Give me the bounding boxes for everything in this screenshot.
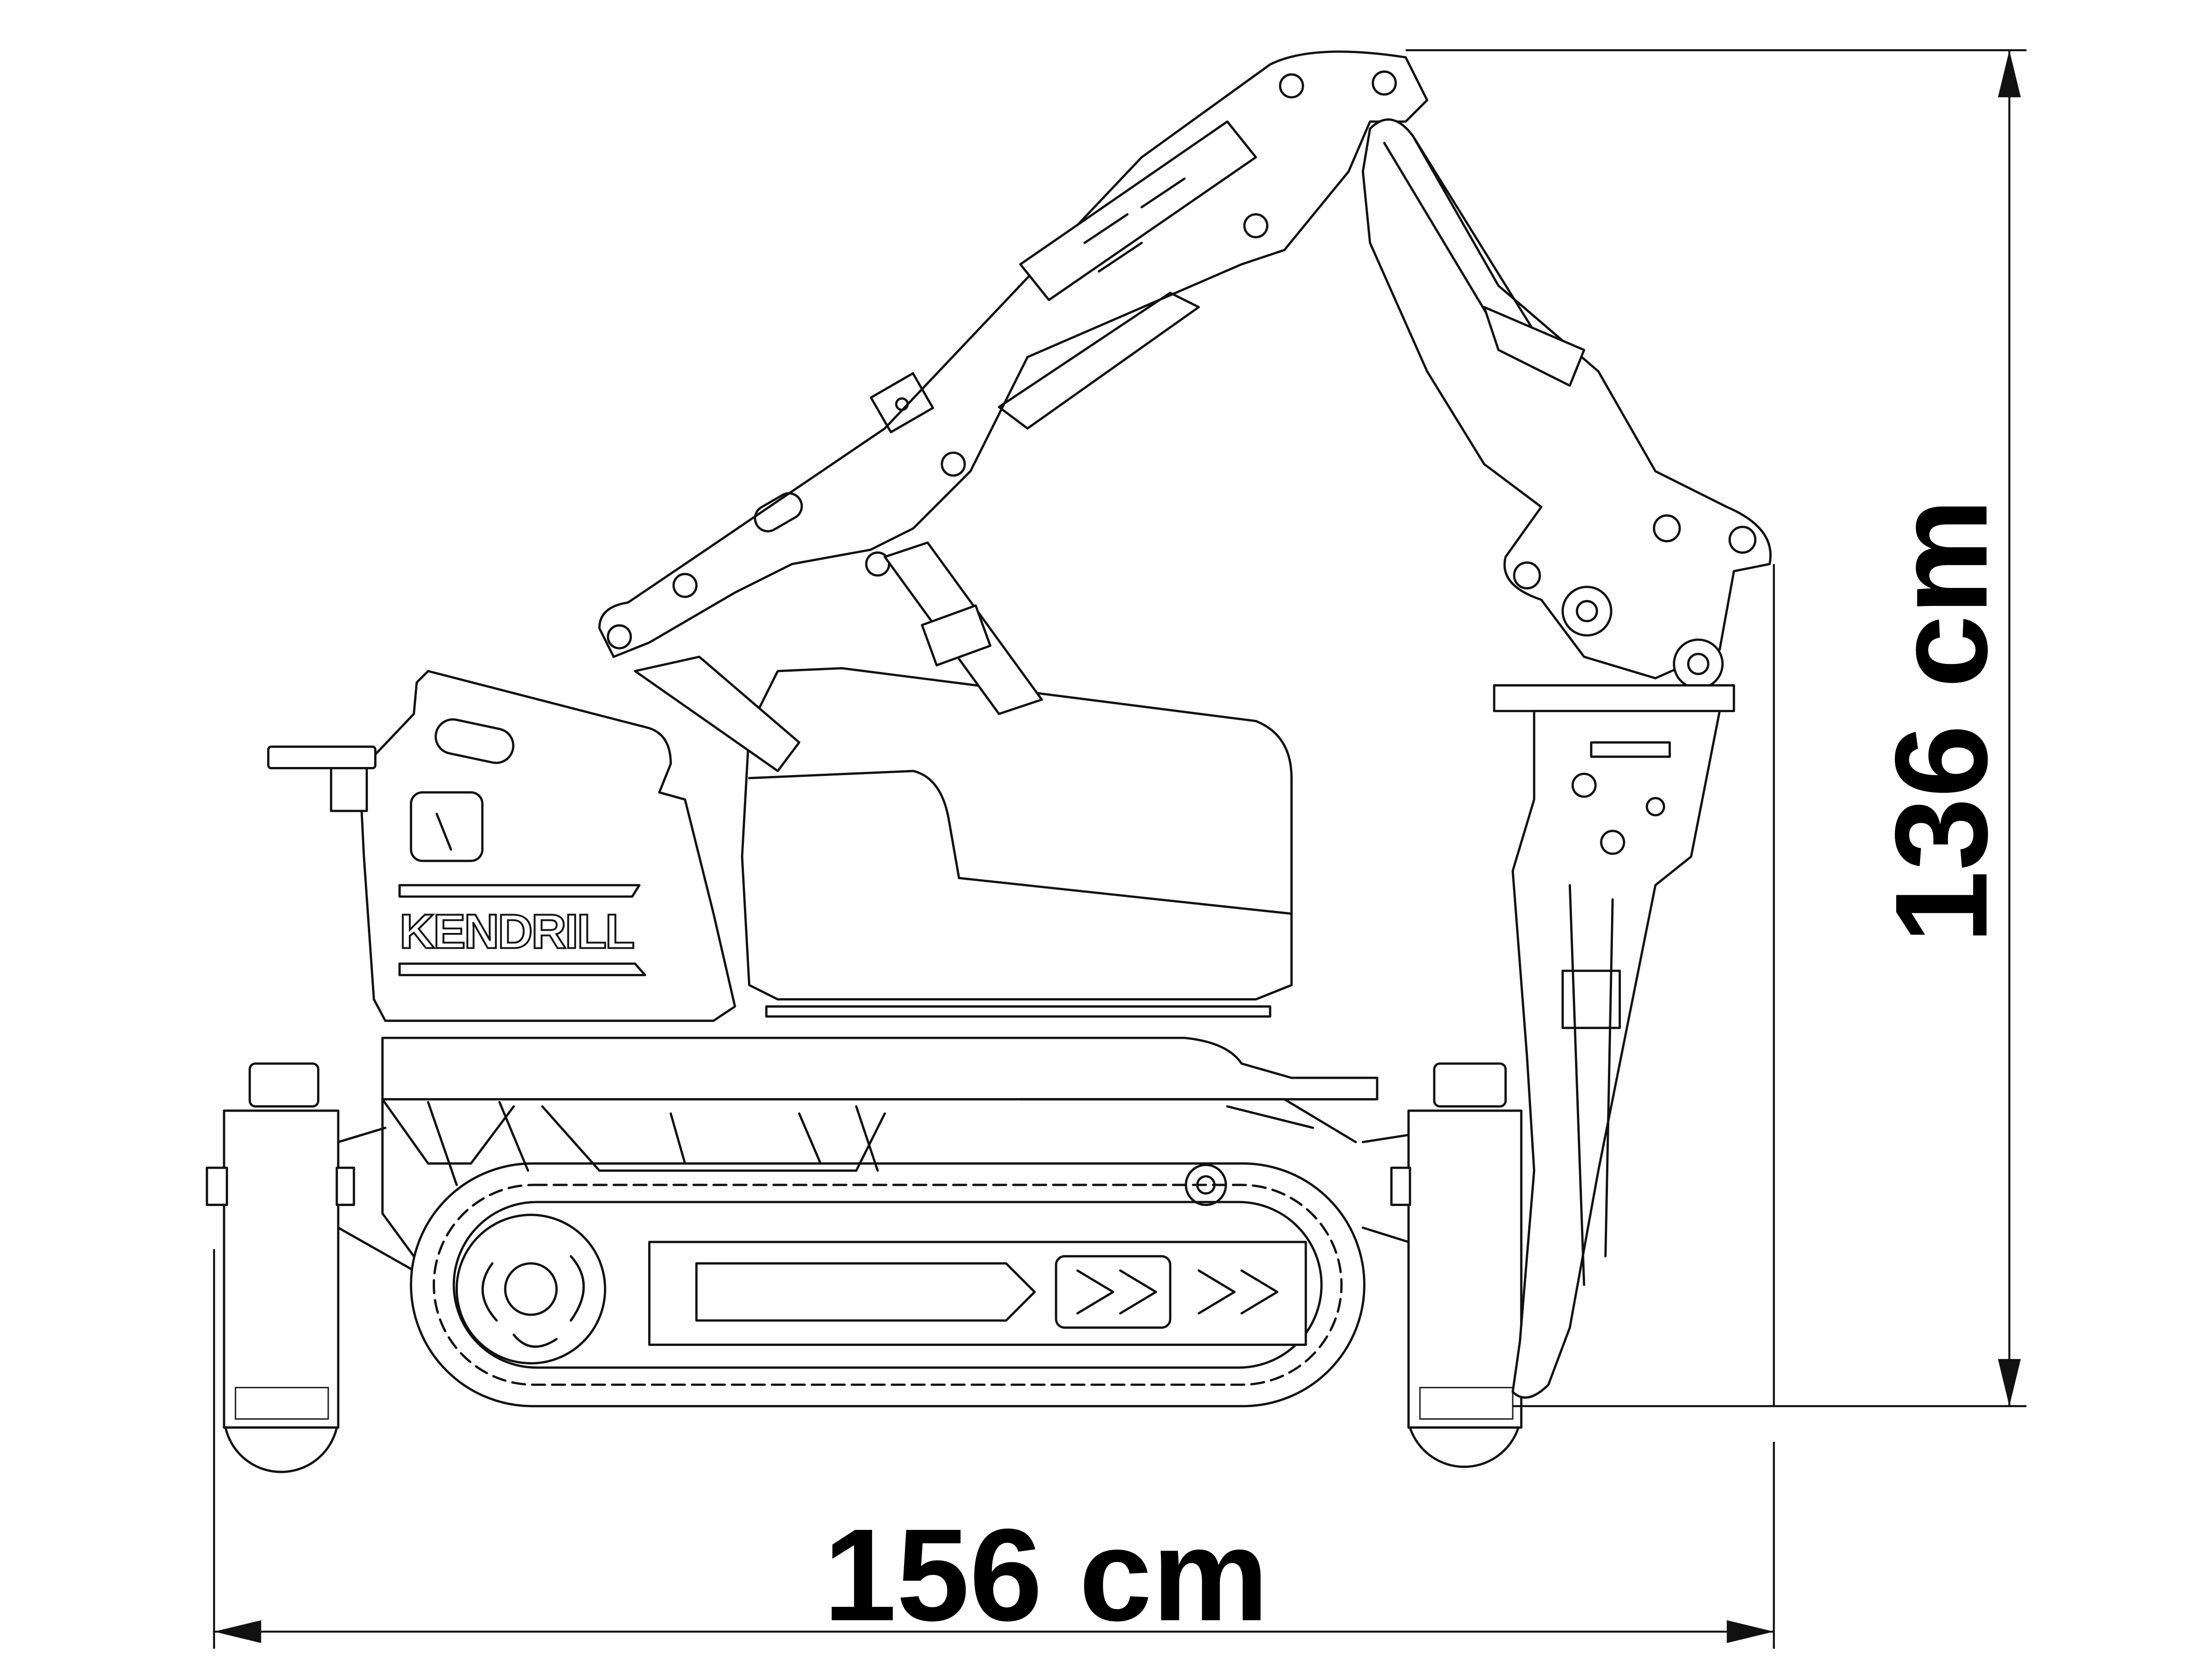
chassis xyxy=(381,1036,1379,1258)
length-label: 156 cm xyxy=(824,1502,1269,1648)
length-dimension: 156 cm xyxy=(213,1249,1775,1649)
body-housing: KENDRILL xyxy=(267,670,736,1022)
height-label: 136 cm xyxy=(1868,498,2015,944)
main-boom xyxy=(598,50,1428,658)
stick-arm xyxy=(1361,118,1772,690)
drive-sprocket xyxy=(455,1214,606,1365)
track-assembly xyxy=(410,1162,1366,1408)
left-outrigger xyxy=(206,1062,415,1473)
kendrill-logo: KENDRILL xyxy=(398,884,646,977)
right-outrigger xyxy=(1361,1062,1522,1468)
boom-cylinder xyxy=(634,541,1043,772)
engine-cover xyxy=(741,667,1293,1018)
svg-text:KENDRILL: KENDRILL xyxy=(399,904,633,958)
key-switch-panel xyxy=(410,791,484,862)
height-dimension: 136 cm xyxy=(1406,49,2027,1408)
hydraulic-breaker xyxy=(1493,684,1735,1399)
